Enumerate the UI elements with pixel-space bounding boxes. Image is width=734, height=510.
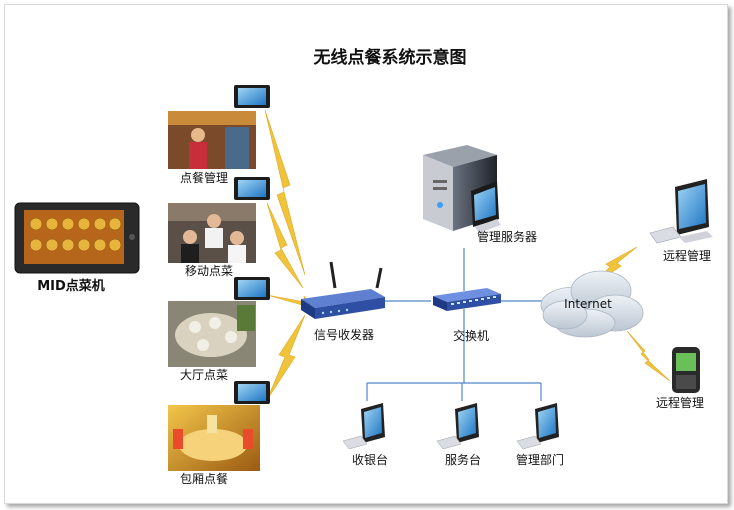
router-icon [301,261,385,319]
tablet-icon [234,381,270,404]
lightning-icon [626,330,671,382]
photo-mobile-ordering [168,203,256,263]
photo-label: 包厢点餐 [180,471,228,486]
photo-private-room [168,405,260,471]
tablet-icon [234,85,270,108]
cloud-icon [540,270,644,338]
photo-label: 点餐管理 [180,170,228,185]
terminal-label: 收银台 [352,452,388,467]
cloud-label: Internet [564,297,612,311]
network-links [366,248,545,401]
photo-label: 大厅点菜 [180,368,228,382]
terminal-label: 服务台 [445,452,481,467]
photo-label: 移动点菜 [185,264,233,278]
diagram-title: 无线点餐系统示意图 [313,47,467,68]
diagram-frame: 无线点餐系统示意图 MID点菜机 点餐管理 [4,4,728,504]
server-label: 管理服务器 [477,229,537,244]
lightning-icon [266,202,304,289]
terminal-service-icon [436,403,479,450]
remote-pc-icon [649,179,713,244]
mid-device [14,202,140,274]
diagram-canvas: 无线点餐系统示意图 MID点菜机 点餐管理 [14,47,713,486]
monitor-icon [471,181,501,233]
switch-icon [433,288,501,311]
terminal-label: 管理部门 [516,452,564,467]
terminal-management-icon [516,403,559,450]
switch-label: 交换机 [453,328,489,343]
tablet-icon [234,177,270,200]
photo-hall-ordering [168,301,256,367]
router-label: 信号收发器 [314,327,374,342]
phone-icon [672,347,700,393]
remote-phone-label: 远程管理 [656,395,704,410]
remote-pc-label: 远程管理 [663,248,711,263]
lightning-icon [264,109,306,276]
lightning-icon [266,314,306,401]
tablet-icon [234,277,270,300]
mid-device-label: MID点菜机 [37,278,105,294]
terminal-cashier-icon [342,403,385,450]
photo-dining-management [168,111,256,169]
